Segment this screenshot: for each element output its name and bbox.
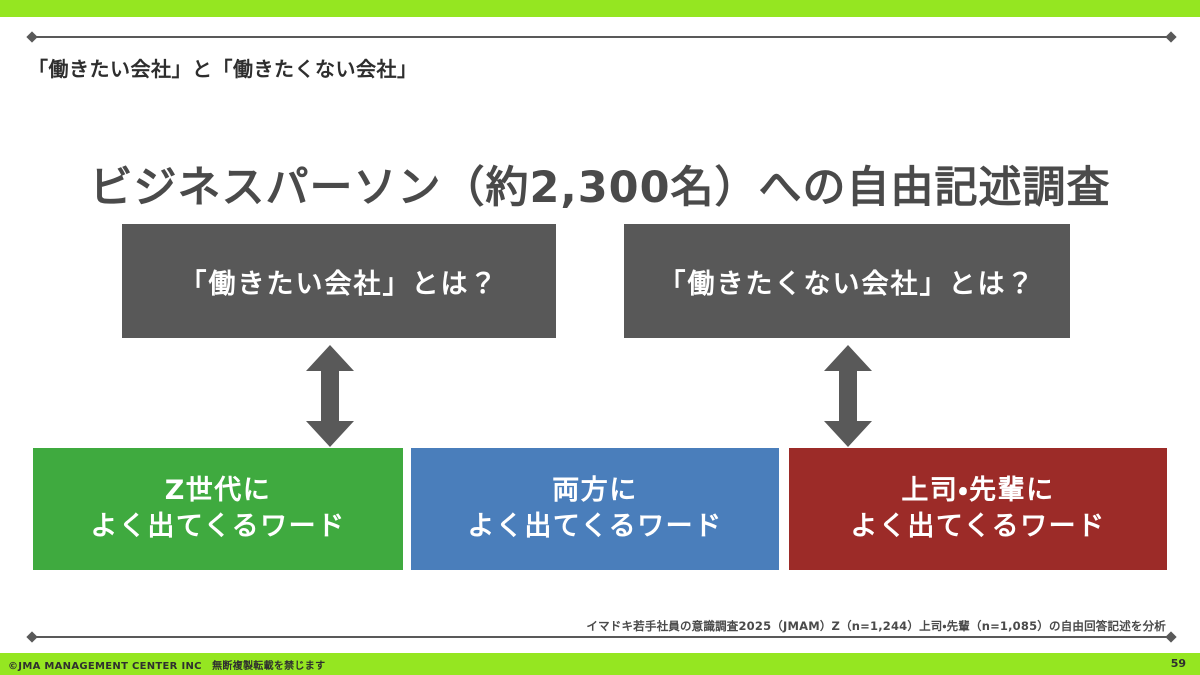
rule-line xyxy=(34,36,1169,38)
word-box-gen-z-line2: よく出てくるワード xyxy=(90,511,346,542)
footer-band: ©JMA MANAGEMENT CENTER INC 無断複製転載を禁じます 5… xyxy=(0,653,1200,675)
question-box-want-label: 「働きたい会社」とは？ xyxy=(179,268,499,300)
source-note: イマドキ若手社員の意識調査2025（JMAM）Z（n=1,244）上司・先輩（n… xyxy=(586,619,1166,633)
word-box-both: 両方に よく出てくるワード xyxy=(411,448,779,570)
question-box-not-want-label: 「働きたくない会社」とは？ xyxy=(658,268,1036,300)
rule-line xyxy=(34,636,1169,638)
word-box-senior: 上司・先輩に よく出てくるワード xyxy=(789,448,1167,570)
question-box-not-want: 「働きたくない会社」とは？ xyxy=(624,224,1070,338)
question-box-want: 「働きたい会社」とは？ xyxy=(122,224,556,338)
top-divider-rule xyxy=(26,31,1177,43)
word-box-both-line2: よく出てくるワード xyxy=(467,511,723,542)
word-box-gen-z: Z世代に よく出てくるワード xyxy=(33,448,403,570)
word-box-both-line1: 両方に xyxy=(552,475,638,507)
double-arrow-right-icon xyxy=(824,345,872,447)
word-box-senior-line1: 上司・先輩に xyxy=(901,475,1055,507)
diamond-cap-right-icon xyxy=(1165,631,1177,643)
page-title: ビジネスパーソン（約2,300名）への自由記述調査 xyxy=(89,162,1111,213)
slide-kicker: 「働きたい会社」と「働きたくない会社」 xyxy=(28,57,418,81)
bottom-divider-rule xyxy=(26,631,1177,643)
word-box-gen-z-line1: Z世代に xyxy=(164,475,272,507)
top-accent-band xyxy=(0,0,1200,17)
diamond-cap-right-icon xyxy=(1165,31,1177,43)
double-arrow-left-icon xyxy=(306,345,354,447)
word-box-senior-line2: よく出てくるワード xyxy=(850,511,1106,542)
copyright-notice: ©JMA MANAGEMENT CENTER INC 無断複製転載を禁じます xyxy=(8,661,326,672)
page-number: 59 xyxy=(1170,657,1186,670)
